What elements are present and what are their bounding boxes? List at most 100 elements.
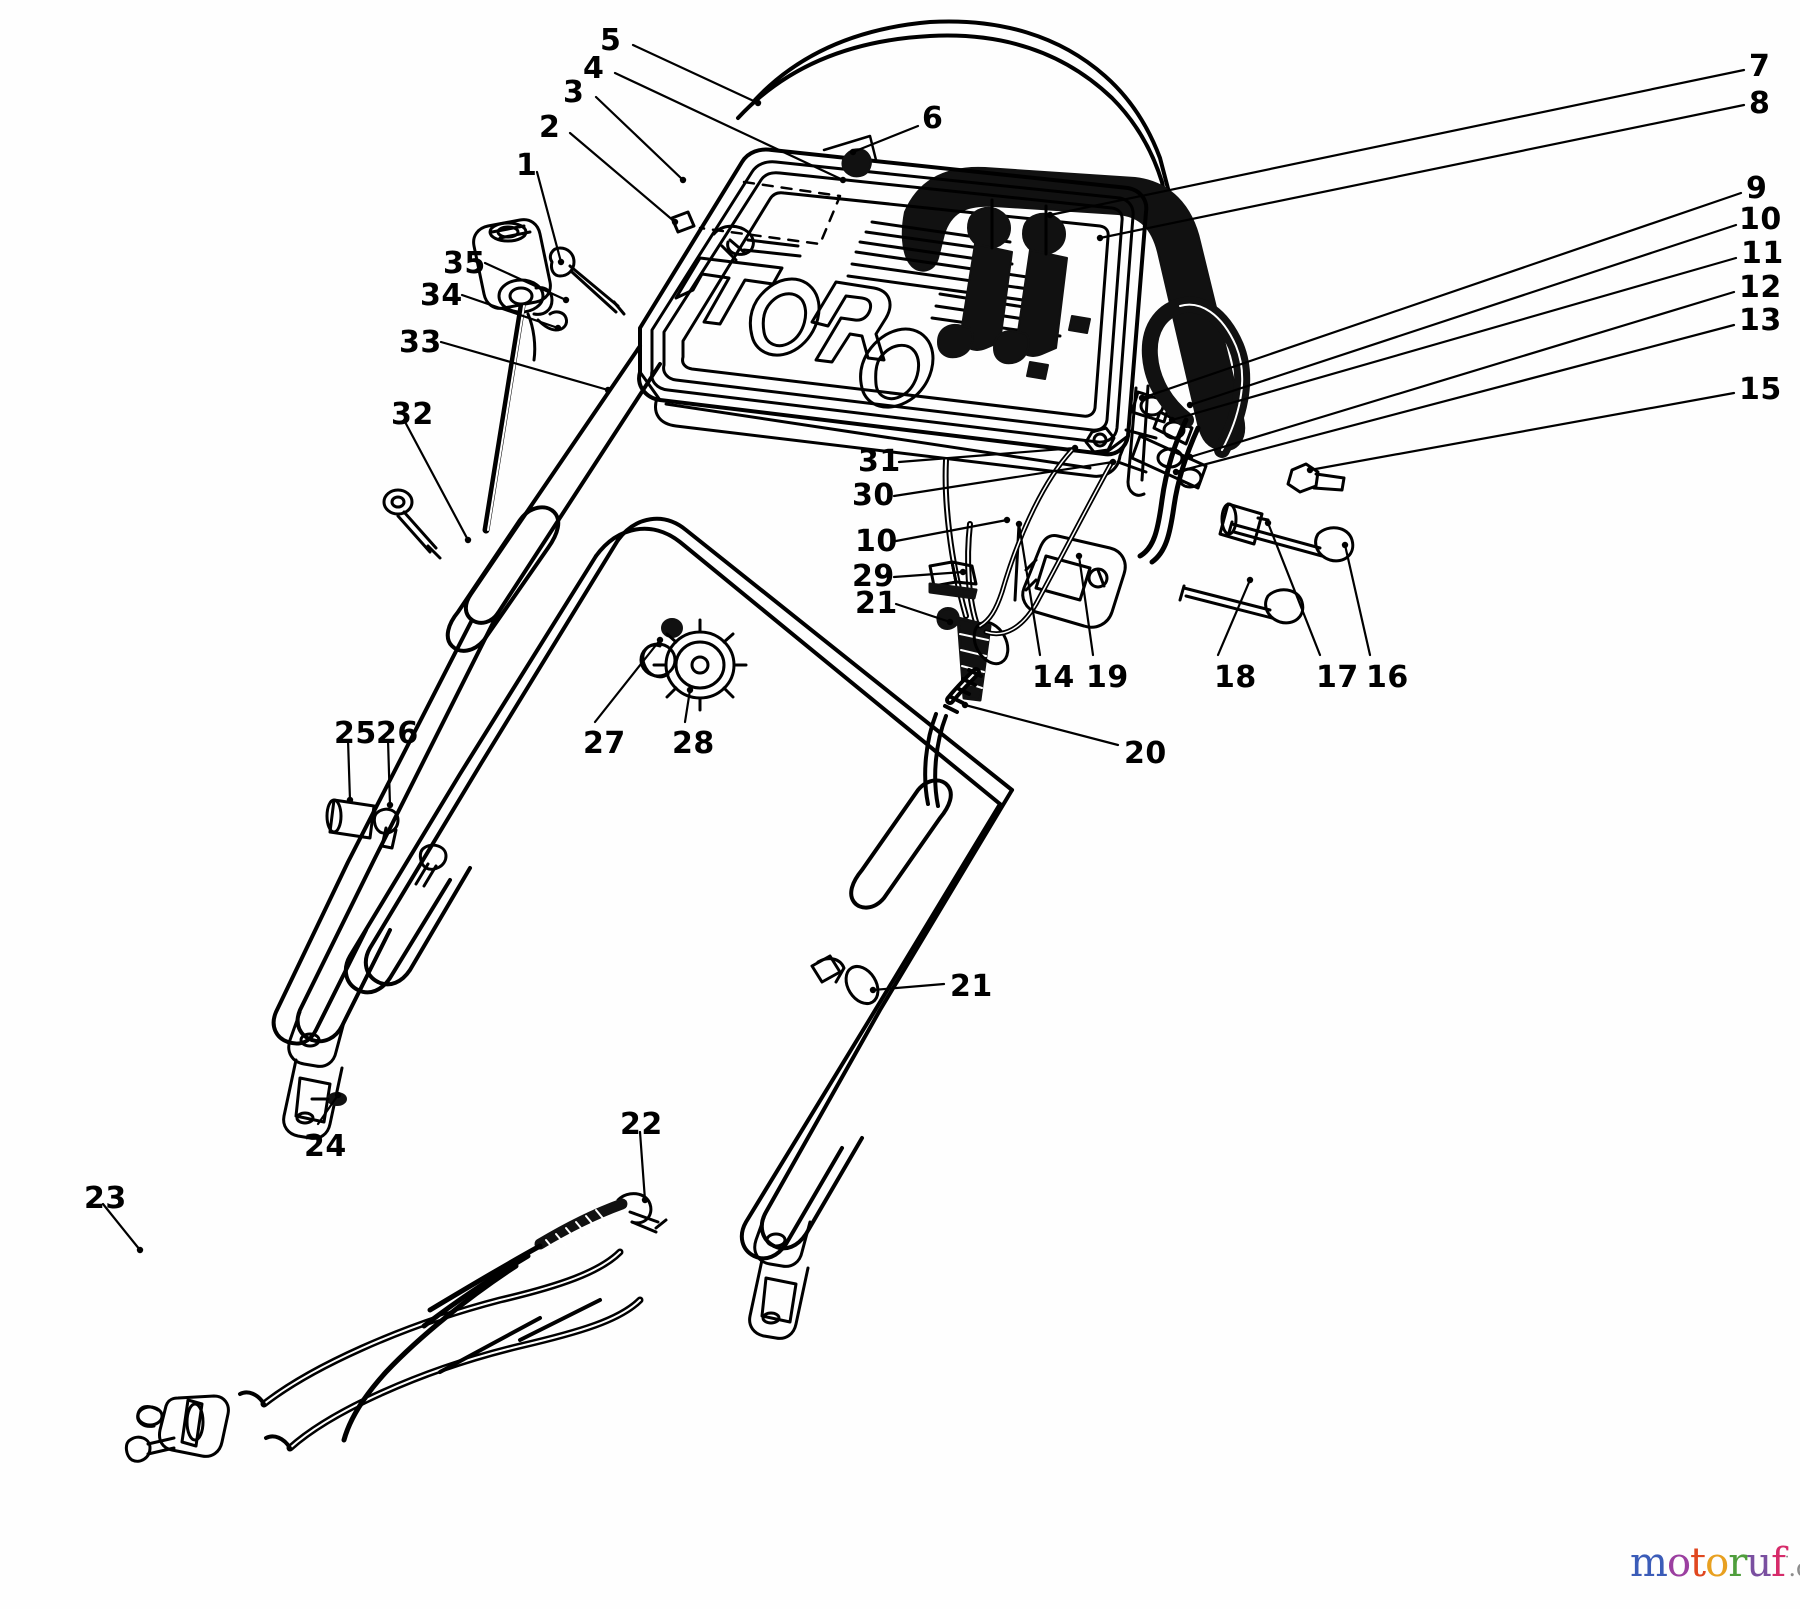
bolt-part-18 bbox=[1178, 584, 1305, 625]
cable-splits-bottom bbox=[341, 1243, 543, 1443]
control-levers bbox=[937, 206, 1068, 365]
leader-line-13 bbox=[1174, 323, 1736, 474]
bushing-part-25 bbox=[325, 798, 376, 840]
leader-endpoint-13 bbox=[1172, 468, 1180, 476]
watermark-suffix: .de bbox=[1788, 1554, 1800, 1582]
callout-number-31: 31 bbox=[858, 444, 901, 479]
watermark-letter-5: u bbox=[1746, 1540, 1772, 1586]
callout-number-18: 18 bbox=[1214, 660, 1257, 695]
leader-line-4 bbox=[613, 71, 845, 182]
toro-logo-emboss bbox=[674, 256, 935, 409]
leader-line-31 bbox=[897, 446, 1077, 464]
leader-line-6 bbox=[851, 124, 920, 154]
eye-bolt-part-32 bbox=[382, 488, 442, 560]
bolt-part-1 bbox=[548, 246, 626, 316]
leader-endpoint-33 bbox=[604, 386, 612, 394]
knob-part-35 bbox=[472, 218, 552, 310]
callout-number-24: 24 bbox=[304, 1129, 347, 1164]
clip-part-29 bbox=[928, 560, 978, 600]
leader-endpoint-11 bbox=[1168, 416, 1176, 424]
leader-line-30 bbox=[892, 460, 1115, 498]
leader-line-8 bbox=[1098, 103, 1746, 240]
leader-endpoint-6 bbox=[849, 148, 857, 156]
cable-decal-graphic bbox=[712, 224, 802, 262]
leader-endpoint-34 bbox=[554, 324, 562, 332]
sprocket-part-28 bbox=[639, 618, 748, 712]
leader-endpoint-24 bbox=[334, 1091, 342, 1099]
callout-number-32: 32 bbox=[391, 397, 434, 432]
leader-endpoint-15 bbox=[1306, 466, 1314, 474]
callout-number-9: 9 bbox=[1746, 171, 1768, 206]
watermark-letter-1: o bbox=[1666, 1540, 1691, 1586]
control-panel-housing bbox=[637, 147, 1149, 478]
callout-number-21: 21 bbox=[950, 969, 993, 1004]
callout-number-4: 4 bbox=[583, 51, 605, 86]
bolt-left-tube bbox=[414, 843, 448, 888]
leader-endpoint-3 bbox=[679, 176, 687, 184]
watermark-letter-6: f bbox=[1771, 1540, 1786, 1586]
callout-number-30: 30 bbox=[852, 478, 895, 513]
callout-number-7: 7 bbox=[1749, 49, 1771, 84]
callout-number-27: 27 bbox=[583, 726, 626, 761]
control-cables-bottom bbox=[260, 1248, 644, 1452]
cable-guide-part-21c bbox=[810, 954, 880, 1006]
leader-endpoint-7 bbox=[1046, 211, 1054, 219]
control-cable-upper bbox=[977, 447, 1115, 637]
washer-part-34 bbox=[497, 278, 554, 316]
leader-endpoint-32 bbox=[464, 536, 472, 544]
callout-number-19: 19 bbox=[1086, 660, 1129, 695]
callout-number-25: 25 bbox=[334, 716, 377, 751]
leader-line-24 bbox=[316, 1093, 340, 1126]
leader-line-25 bbox=[346, 738, 352, 802]
leader-endpoint-27 bbox=[656, 636, 664, 644]
leader-line-20 bbox=[963, 703, 1120, 747]
screw-part-23 bbox=[124, 1435, 176, 1463]
leader-endpoint-26 bbox=[386, 801, 394, 809]
leader-endpoint-2 bbox=[671, 218, 679, 226]
leader-line-10 bbox=[894, 518, 1009, 543]
leader-endpoint-18 bbox=[1246, 576, 1254, 584]
leader-line-5 bbox=[631, 43, 760, 105]
leader-line-3 bbox=[594, 95, 685, 182]
cable-sheath-right bbox=[1137, 417, 1201, 565]
leader-line-11 bbox=[1170, 256, 1738, 422]
leader-endpoint-28 bbox=[686, 686, 694, 694]
callout-number-3: 3 bbox=[563, 75, 585, 110]
callout-number-26: 26 bbox=[376, 716, 419, 751]
leader-line-12 bbox=[1188, 290, 1736, 459]
screw-part-26 bbox=[372, 807, 400, 850]
callout-number-2: 2 bbox=[539, 110, 561, 145]
leader-line-9 bbox=[1140, 191, 1743, 400]
leader-line-22 bbox=[638, 1130, 647, 1202]
callout-number-8: 8 bbox=[1749, 86, 1771, 121]
leader-endpoint-10 bbox=[1186, 401, 1194, 409]
spacer-part-17 bbox=[1218, 502, 1270, 546]
hex-bolt-part-15 bbox=[1286, 462, 1346, 494]
callout-number-22: 22 bbox=[620, 1107, 663, 1142]
upper-handle-bar bbox=[736, 19, 1230, 420]
leader-endpoint-10 bbox=[1003, 516, 1011, 524]
leader-endpoint-35 bbox=[562, 296, 570, 304]
callout-number-20: 20 bbox=[1124, 736, 1167, 771]
leader-endpoint-30 bbox=[1109, 458, 1117, 466]
callout-number-11: 11 bbox=[1741, 236, 1784, 271]
callout-number-33: 33 bbox=[399, 325, 442, 360]
leader-endpoint-9 bbox=[1138, 394, 1146, 402]
watermark-letter-3: o bbox=[1705, 1540, 1729, 1586]
watermark-letter-4: r bbox=[1728, 1540, 1747, 1586]
leader-endpoint-19 bbox=[1075, 552, 1083, 560]
leader-line-1 bbox=[535, 170, 563, 264]
callout-number-16: 16 bbox=[1366, 660, 1409, 695]
left-handle-tube bbox=[271, 344, 662, 1046]
leader-endpoint-25 bbox=[346, 796, 354, 804]
right-handle-end-clevis bbox=[748, 1210, 812, 1340]
callout-number-17: 17 bbox=[1316, 660, 1359, 695]
leader-line-32 bbox=[402, 418, 470, 542]
leader-line-29 bbox=[892, 570, 965, 579]
nut-part-10-upper bbox=[1084, 426, 1116, 454]
leader-line-28 bbox=[683, 688, 692, 724]
callout-number-35: 35 bbox=[443, 246, 486, 281]
leader-endpoint-16 bbox=[1341, 541, 1349, 549]
leader-line-21 bbox=[871, 982, 946, 992]
leader-line-16 bbox=[1343, 543, 1372, 657]
